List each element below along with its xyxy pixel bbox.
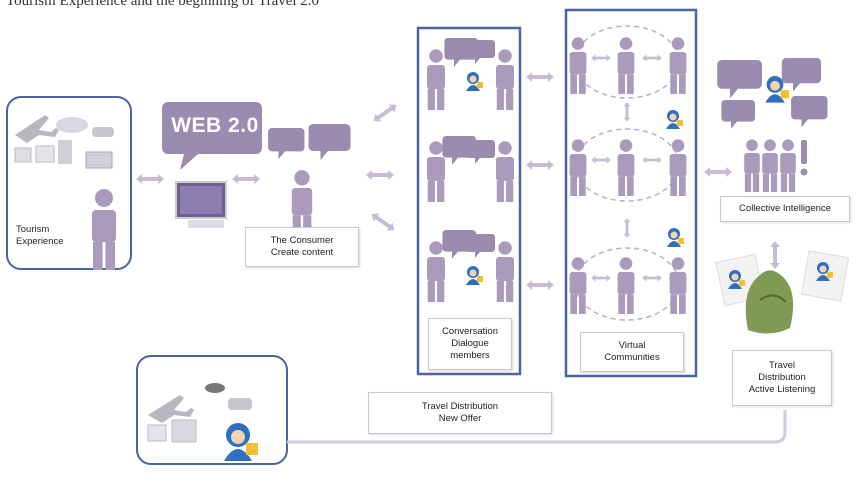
cut-header-text: Tourism Experience and the beginning of … (6, 0, 320, 9)
speech-bubble-icon (268, 124, 351, 160)
virtual-communities-frame (564, 8, 698, 378)
person-icon (569, 37, 687, 314)
person-icon (744, 139, 796, 192)
car-icon (228, 398, 252, 410)
conversation-label: Conversation Dialogue members (428, 318, 512, 370)
airplane-icon (148, 395, 194, 423)
airplane-icon (15, 115, 59, 143)
virtual-communities-label: Virtual Communities (580, 332, 684, 372)
avatar-icon (466, 72, 483, 285)
web-2-label: WEB 2.0 (171, 114, 259, 137)
travel-distribution-label: Travel Distribution Active Listening (732, 350, 832, 406)
leaf-icon (745, 270, 794, 334)
tourism-experience-label: Tourism Experience (16, 224, 64, 247)
speech-bubble-icon (442, 38, 495, 259)
globe-icon (56, 117, 88, 133)
travel-distribution-image (715, 250, 850, 334)
return-line (287, 410, 787, 444)
web-bubble (162, 102, 262, 170)
car-icon (92, 127, 114, 137)
photo-icon (147, 424, 167, 442)
monitor-icon (85, 151, 113, 169)
collective-intelligence-label: Collective Intelligence (720, 196, 850, 222)
exclamation-icon (800, 140, 808, 176)
conversation-frame (416, 26, 522, 376)
photo-icon (14, 147, 32, 163)
globe-icon (205, 383, 225, 393)
new-offer-label: Travel Distribution New Offer (368, 392, 552, 434)
computer-icon (175, 181, 227, 228)
consumer-label: The Consumer Create content (245, 227, 359, 267)
speech-bubble-icon (717, 58, 828, 129)
